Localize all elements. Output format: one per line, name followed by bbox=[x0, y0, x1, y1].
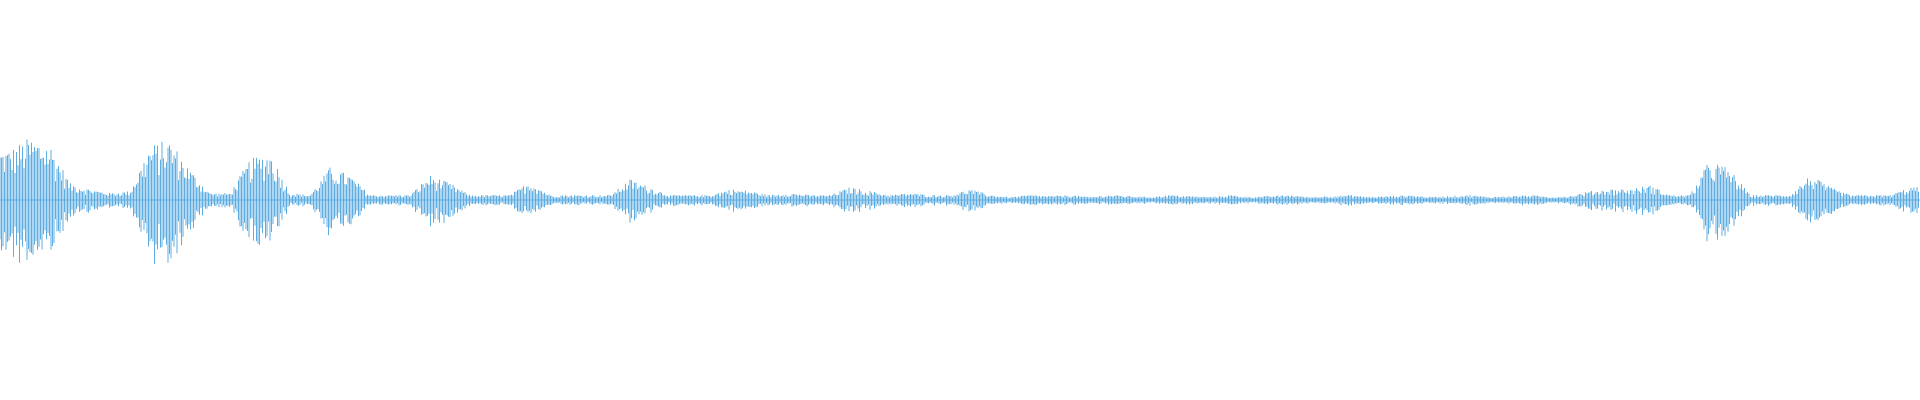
waveform-bars bbox=[0, 139, 1919, 265]
